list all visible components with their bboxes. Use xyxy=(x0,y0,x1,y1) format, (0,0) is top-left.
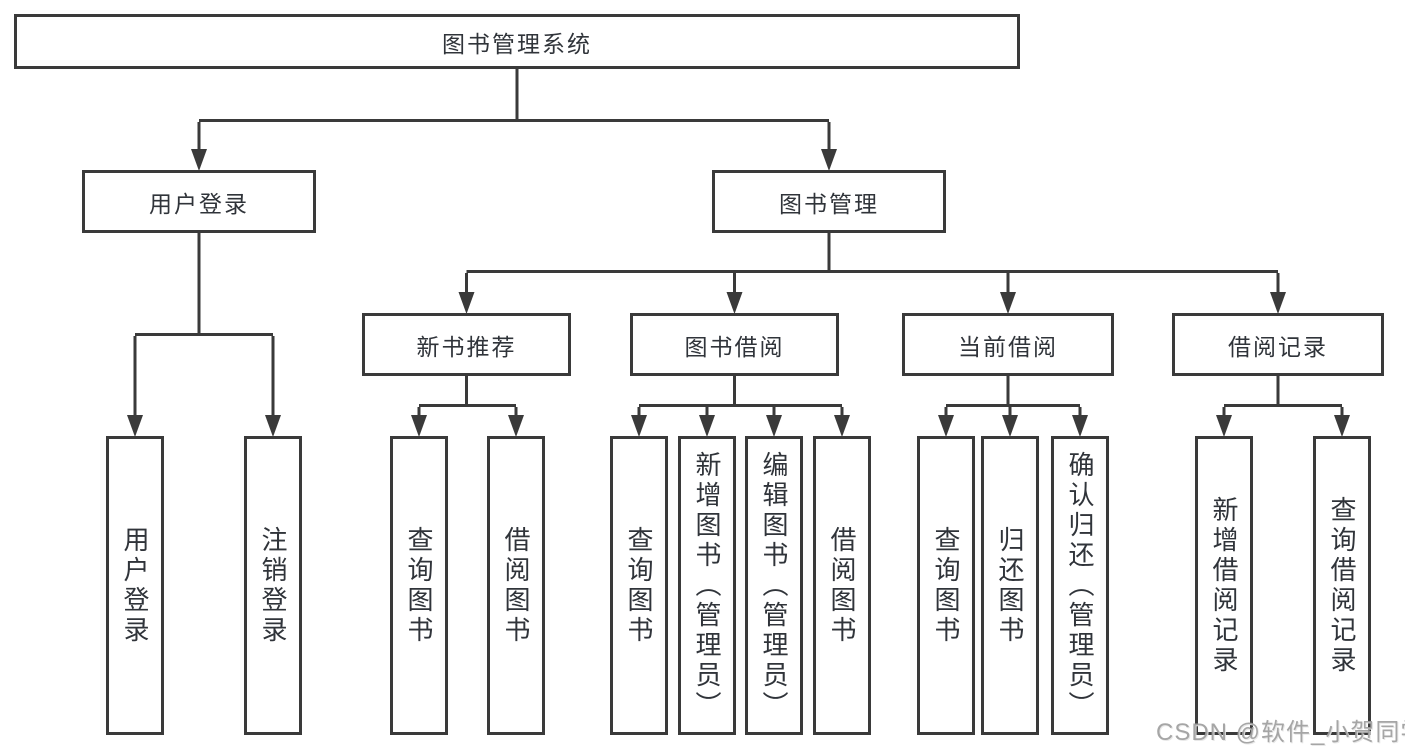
connector-userlogin-to-leaves xyxy=(127,233,281,437)
leaf-borrow-books-newbook: 借阅图书 xyxy=(487,436,545,735)
leaf-query-books-borrow: 查询图书 xyxy=(610,436,668,735)
leaf-confirm-return-admin: 确认归还（管理员） xyxy=(1051,436,1109,735)
leaf-edit-books-admin: 编辑图书（管理员） xyxy=(745,436,803,735)
csdn-watermark: CSDN @软件_小贺同学 xyxy=(1156,712,1405,747)
leaf-query-books-current-label: 查询图书 xyxy=(931,525,961,646)
node-borrowing-records-label: 借阅记录 xyxy=(1228,333,1328,360)
leaf-add-borrow-record: 新增借阅记录 xyxy=(1195,436,1253,735)
node-library-system: 图书管理系统 xyxy=(14,14,1020,69)
node-new-book-recommend-label: 新书推荐 xyxy=(416,333,517,360)
leaf-return-books: 归还图书 xyxy=(981,436,1039,735)
leaf-query-books-newbook: 查询图书 xyxy=(390,436,448,735)
leaf-query-borrow-record-label: 查询借阅记录 xyxy=(1327,495,1357,676)
node-library-system-label: 图书管理系统 xyxy=(442,30,592,57)
leaf-borrow-books-newbook-label: 借阅图书 xyxy=(501,525,531,646)
leaf-query-borrow-record: 查询借阅记录 xyxy=(1313,436,1371,735)
leaf-query-books-borrow-label: 查询图书 xyxy=(624,525,654,646)
leaf-user-login-label: 用户登录 xyxy=(120,525,150,646)
node-book-management: 图书管理 xyxy=(712,170,946,233)
node-new-book-recommend: 新书推荐 xyxy=(362,313,571,376)
leaf-add-books-admin-label: 新增图书（管理员） xyxy=(692,450,722,721)
leaf-user-login: 用户登录 xyxy=(106,436,164,735)
node-borrowing-records: 借阅记录 xyxy=(1172,313,1384,376)
leaf-borrow-books: 借阅图书 xyxy=(813,436,871,735)
connector-newbook-to-leaves xyxy=(411,376,524,437)
node-book-management-label: 图书管理 xyxy=(779,190,879,217)
leaf-query-books-newbook-label: 查询图书 xyxy=(404,525,434,646)
node-current-borrowing-label: 当前借阅 xyxy=(958,333,1058,360)
leaf-logout: 注销登录 xyxy=(244,436,302,735)
node-book-borrowing: 图书借阅 xyxy=(630,313,839,376)
leaf-logout-label: 注销登录 xyxy=(258,525,288,646)
connector-bookmgmt-to-level2 xyxy=(458,233,1286,314)
node-current-borrowing: 当前借阅 xyxy=(902,313,1114,376)
leaf-add-books-admin: 新增图书（管理员） xyxy=(678,436,736,735)
connector-current-to-leaves xyxy=(938,376,1088,437)
node-book-borrowing-label: 图书借阅 xyxy=(684,333,785,360)
leaf-query-books-current: 查询图书 xyxy=(917,436,975,735)
node-user-login-label: 用户登录 xyxy=(149,190,249,217)
leaf-confirm-return-admin-label: 确认归还（管理员） xyxy=(1065,450,1095,721)
connector-borrow-to-leaves xyxy=(631,376,850,437)
node-user-login: 用户登录 xyxy=(82,170,316,233)
leaf-add-borrow-record-label: 新增借阅记录 xyxy=(1209,495,1239,676)
leaf-return-books-label: 归还图书 xyxy=(995,525,1025,646)
leaf-borrow-books-label: 借阅图书 xyxy=(827,525,857,646)
connector-root-to-level1 xyxy=(191,69,837,171)
csdn-watermark-text: CSDN @软件_小贺同学 xyxy=(1156,719,1405,746)
leaf-edit-books-admin-label: 编辑图书（管理员） xyxy=(759,450,789,721)
connector-record-to-leaves xyxy=(1216,376,1350,437)
